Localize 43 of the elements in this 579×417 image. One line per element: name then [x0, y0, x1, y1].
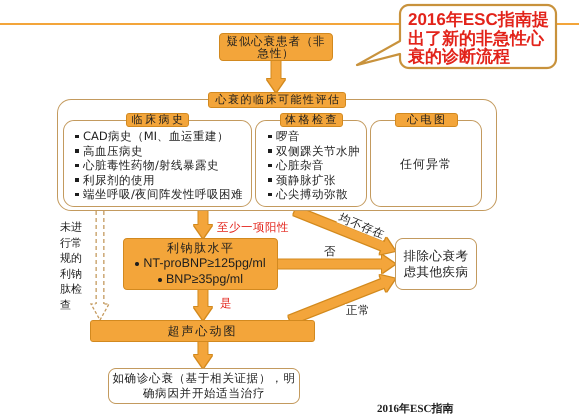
list-item: 利尿剂的使用 — [75, 172, 243, 187]
category-panel — [63, 113, 252, 207]
heading-tab: 体格检查 — [280, 113, 342, 127]
list-item: BNP≥35pg/ml — [158, 272, 244, 288]
list-item: 双侧踝关节水肿 — [268, 144, 360, 158]
node-text: 任何异常 — [400, 156, 452, 170]
edge-label: 是 — [219, 297, 233, 309]
node-text: 疑似心衰患者（非急性） — [225, 34, 327, 60]
edge-label: 否 — [323, 245, 337, 257]
list-item: 心脏杂音 — [268, 158, 360, 172]
list-item: 颈静脉扩张 — [268, 172, 360, 187]
list-item: CAD病史（MI、血运重建） — [75, 129, 243, 144]
arrow — [194, 290, 212, 320]
list-item: 心脏毒性药物/射线暴露史 — [75, 158, 243, 172]
callout-bubble — [355, 4, 558, 70]
list-item: NT-proBNP≥125pg/ml — [135, 256, 266, 272]
heading-tab: 临床病史 — [126, 113, 189, 127]
edge-label: 未进行常规的利钠肽检查 — [60, 220, 82, 312]
list-item: 高血压病史 — [75, 144, 243, 158]
node-text: 超声心动图 — [168, 324, 238, 338]
edge-label: 至少一项阳性 — [216, 221, 290, 233]
group-panel — [57, 92, 497, 211]
category-panel — [370, 113, 482, 207]
outcome-box — [395, 238, 477, 290]
process-box — [219, 33, 333, 61]
callout-text: 2016年ESC指南提出了新的非急性心衰的诊断流程 — [408, 11, 550, 66]
arrow — [194, 342, 212, 368]
node-text: 如确诊心衰（基于相关证据），明确病因并开始适当治疗 — [112, 371, 296, 401]
category-panel — [255, 113, 367, 207]
edge-label: 正常 — [345, 304, 371, 316]
heading-tab: 心电图 — [394, 113, 458, 127]
footer-note: 2016年ESC指南 — [377, 403, 454, 415]
node-text: 利钠肽水平 — [166, 240, 234, 256]
process-box — [123, 238, 278, 290]
process-bar — [90, 320, 315, 342]
list-item: 心尖搏动弥散 — [268, 187, 360, 202]
node-text: 排除心衰考虑其他疾病 — [402, 248, 470, 280]
list-item: 端坐呼吸/夜间阵发性呼吸困难 — [75, 187, 243, 202]
arrow — [267, 61, 285, 92]
heading-tab: 心衰的临床可能性评估 — [208, 92, 346, 108]
list-item: 啰音 — [268, 129, 360, 144]
arrow — [278, 255, 395, 273]
arrow — [194, 211, 212, 238]
